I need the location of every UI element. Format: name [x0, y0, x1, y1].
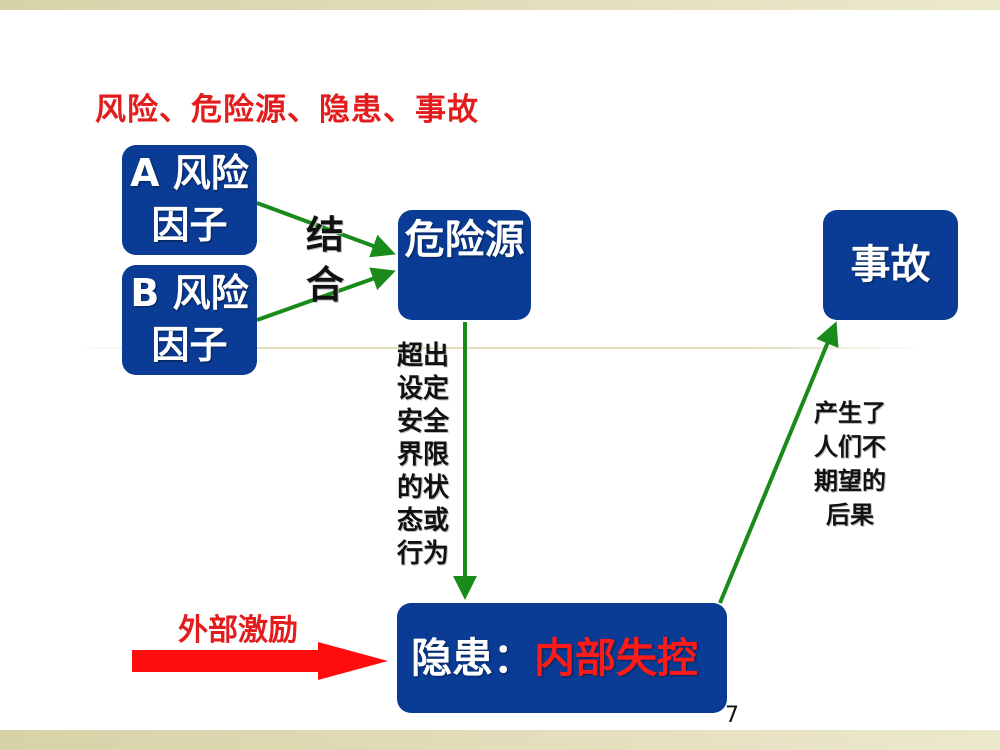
accident-box: 事故	[823, 210, 958, 320]
hazard-box: 危险源	[398, 210, 531, 320]
external-stimulus-label: 外部激励	[178, 613, 298, 648]
risk-factor-a-box: A 风险因子	[122, 145, 257, 255]
arrow-hidden-to-accident	[718, 321, 839, 604]
top-decor-band	[0, 0, 1000, 10]
risk-factor-b-box: B 风险因子	[122, 265, 257, 375]
divider-line	[75, 347, 925, 349]
arrow-b-to-hazard	[256, 267, 396, 322]
slide-title: 风险、危险源、隐患、事故	[95, 92, 479, 128]
hidden-danger-box: 隐患：内部失控	[397, 603, 727, 713]
bottom-decor-band	[0, 730, 1000, 750]
exceed-limit-label: 超出设定安全界限的状态或行为	[397, 341, 450, 569]
external-red-arrow	[132, 642, 388, 680]
arrow-a-to-hazard	[256, 201, 396, 258]
page-number: 7	[725, 703, 739, 728]
internal-loss-of-control: 内部失控	[534, 634, 698, 682]
hidden-danger-prefix: 隐患：	[411, 634, 534, 682]
consequence-label: 产生了人们不期望的后果	[814, 399, 886, 529]
combine-label: 结合	[305, 213, 344, 307]
